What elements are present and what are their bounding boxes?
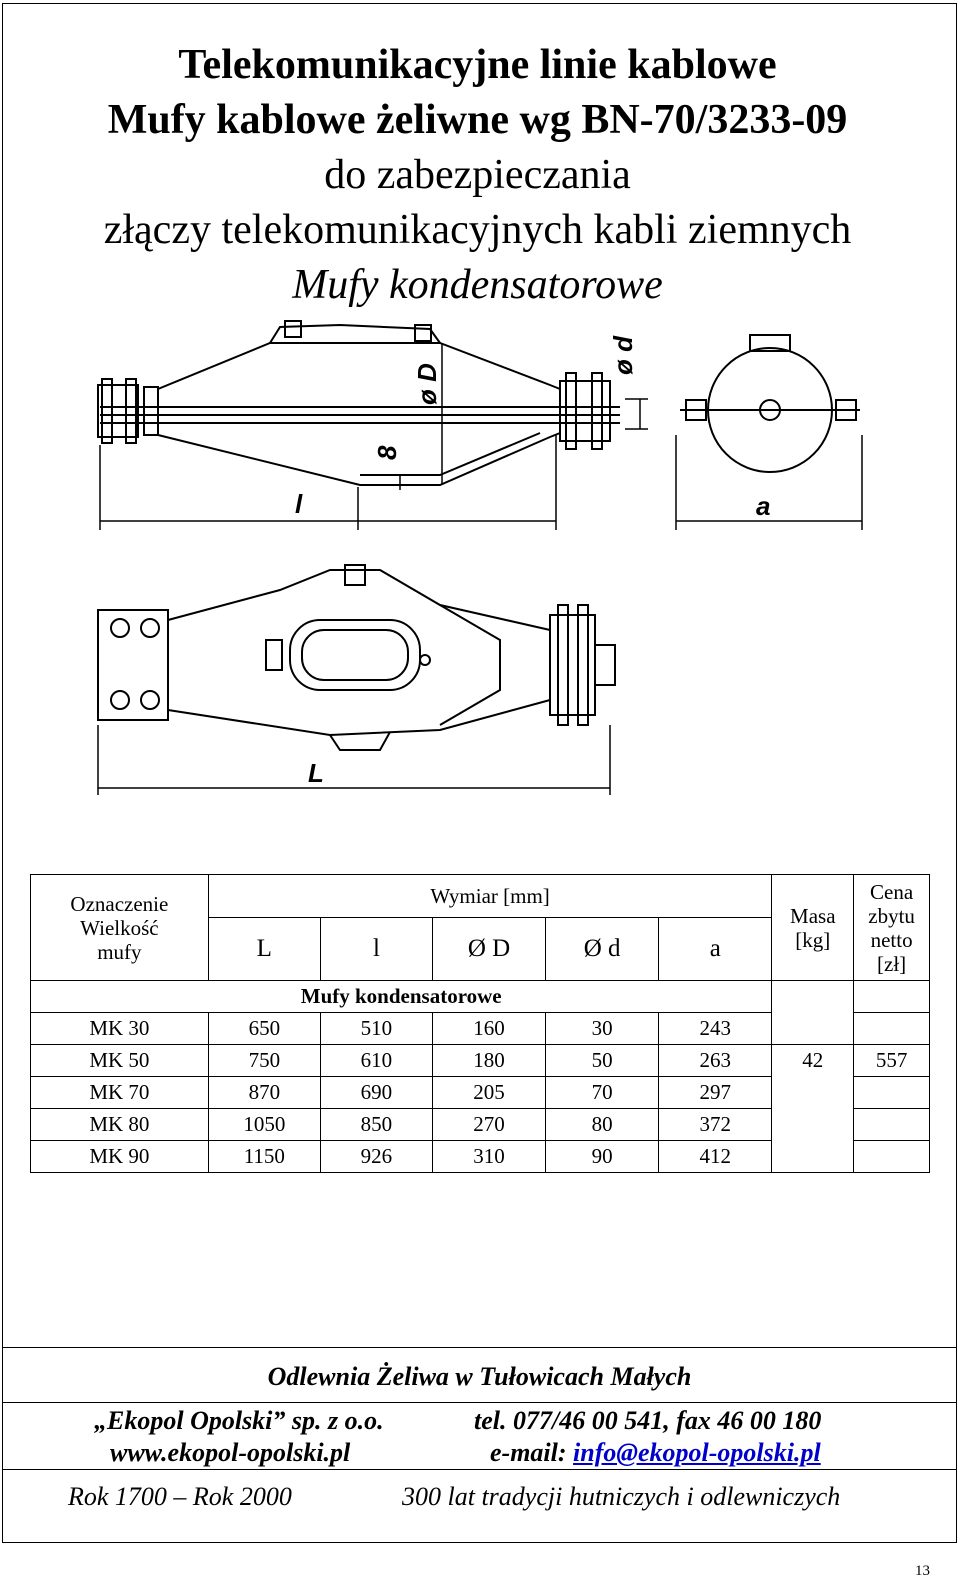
header-col-L: L — [207, 917, 321, 981]
technical-drawing-top: ø D ø d 8 l a — [97, 320, 863, 530]
years-line: Rok 1700 – Rok 2000 — [68, 1482, 292, 1511]
header-mass: Masa [kg] — [771, 874, 855, 981]
foundry-name: Odlewnia Żeliwa w Tułowicach Małych — [267, 1362, 692, 1391]
title-line-4: złączy telekomunikacyjnych kabli ziemnyc… — [103, 207, 852, 253]
label-diameter-d: ø d — [608, 335, 638, 375]
header-col-a: a — [658, 917, 773, 981]
phone-fax: tel. 077/46 00 541, fax 46 00 180 — [474, 1406, 822, 1435]
title-line-1: Telekomunikacyjne linie kablowe — [178, 42, 777, 88]
page-number: 13 — [915, 1563, 930, 1579]
header-dimension: Wymiar [mm] — [207, 874, 773, 918]
technical-drawing-bottom: L — [97, 564, 616, 795]
header-col-l: l — [319, 917, 433, 981]
title-line-3: do zabezpieczania — [324, 152, 631, 198]
specification-table: Oznaczenie Wielkość mufy Wymiar [mm] Mas… — [29, 874, 930, 1173]
tradition-line: 300 lat tradycji hutniczych i odlewniczy… — [402, 1482, 841, 1511]
label-wall-8: 8 — [372, 445, 402, 460]
section-title: Mufy kondensatorowe — [29, 980, 773, 1013]
email-link[interactable]: info@ekopol-opolski.pl — [573, 1438, 821, 1467]
header-col-D: Ø D — [431, 917, 547, 981]
website-link[interactable]: www.ekopol-opolski.pl — [110, 1438, 351, 1467]
label-L: L — [308, 758, 324, 788]
label-l: l — [295, 489, 303, 519]
header-designation: Oznaczenie Wielkość mufy — [30, 874, 209, 981]
label-a: a — [756, 491, 770, 521]
header-col-d: Ø d — [545, 917, 660, 981]
label-diameter-D: ø D — [412, 363, 442, 405]
title-line-5: Mufy kondensatorowe — [292, 262, 663, 308]
title-line-2: Mufy kablowe żeliwne wg BN-70/3233-09 — [107, 97, 848, 143]
company-name: „Ekopol Opolski” sp. z o.o. — [94, 1406, 384, 1435]
email-line: e-mail: info@ekopol-opolski.pl — [490, 1438, 821, 1467]
page-frame — [2, 3, 957, 1543]
header-price: Cena zbytu netto [zł] — [853, 874, 930, 981]
footer: Odlewnia Żeliwa w Tułowicach Małych „Eko… — [2, 1347, 957, 1543]
title-block: Telekomunikacyjne linie kablowe Mufy kab… — [0, 38, 955, 313]
